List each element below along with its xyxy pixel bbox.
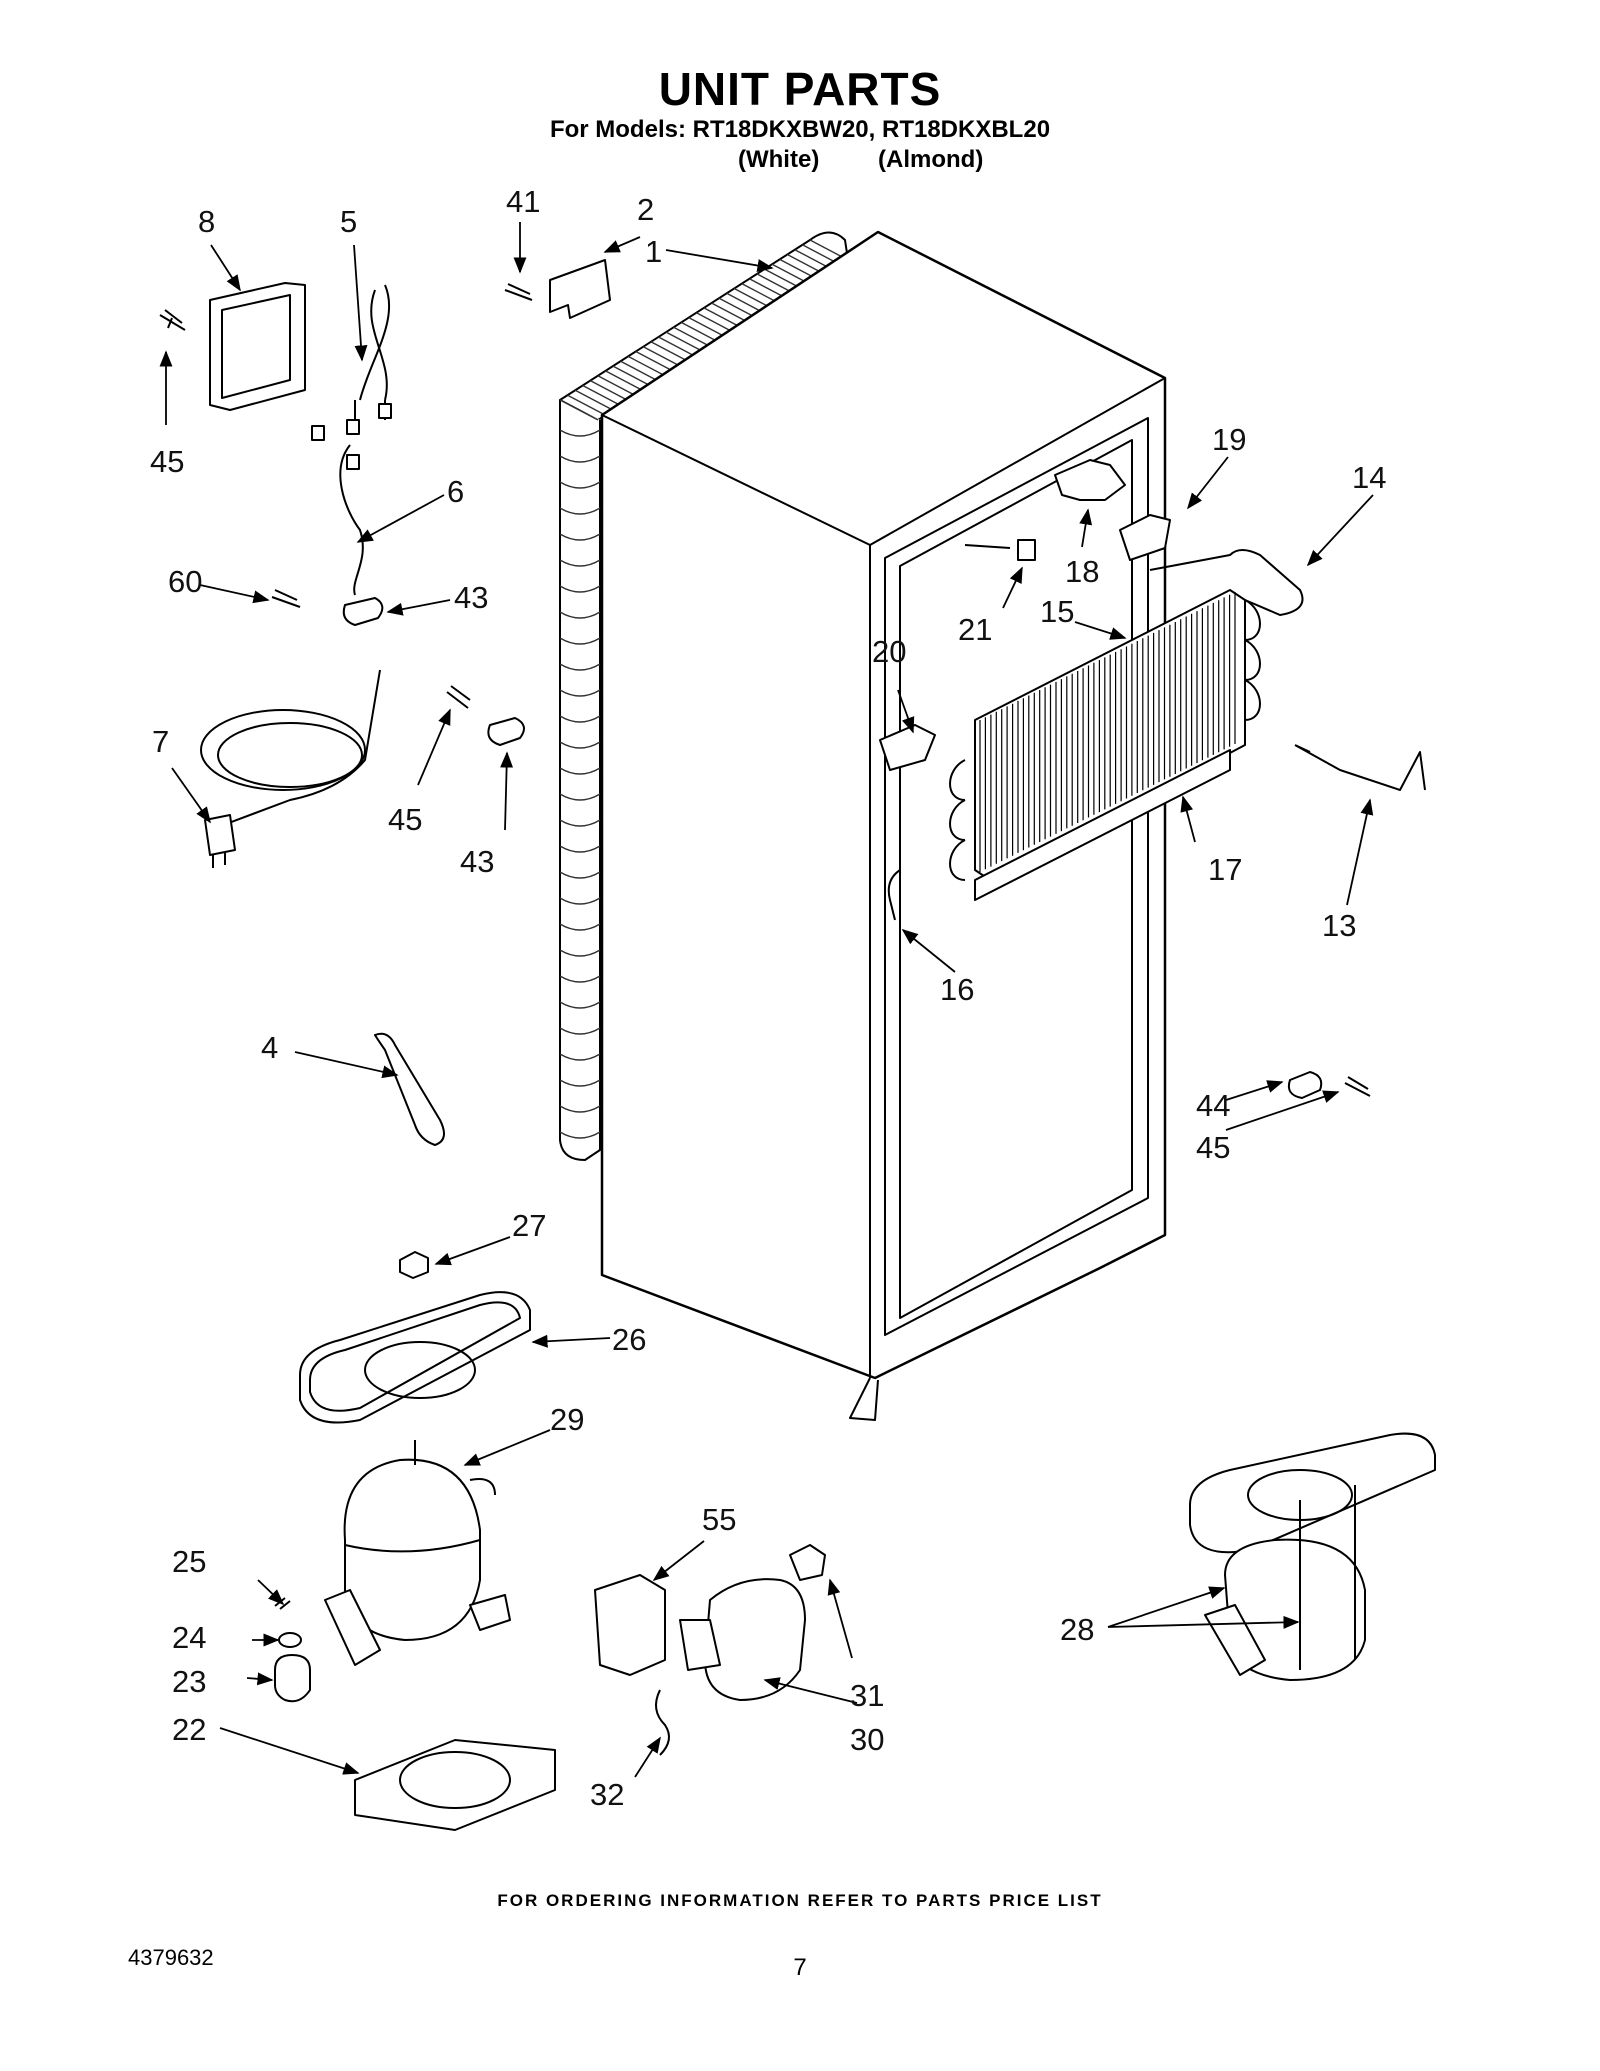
callout-18: 18 (1065, 554, 1099, 589)
part-5-wire-harness (339, 284, 391, 596)
callout-45-right: 45 (1196, 1130, 1230, 1165)
callout-45-top-left: 45 (150, 444, 184, 479)
callout-8: 8 (198, 204, 215, 239)
refrigerator-cabinet (600, 230, 1167, 1421)
part-43-clamp-upper (342, 597, 384, 626)
callout-24: 24 (172, 1620, 206, 1655)
part-19-cover (1119, 514, 1171, 561)
part-29-compressor (324, 1440, 511, 1666)
part-14-tubing (1149, 549, 1304, 616)
part-30-relay (704, 1578, 806, 1701)
part-44-clamp (1287, 1071, 1323, 1099)
callout-60: 60 (168, 564, 202, 599)
callout-7: 7 (152, 724, 169, 759)
part-24-washer (278, 1632, 302, 1648)
models-line: For Models: RT18DKXBW20, RT18DKXBL20 (549, 116, 1051, 143)
leader-lines (159, 222, 1374, 1778)
callout-23: 23 (172, 1664, 206, 1699)
color-almond-label: (Almond) (878, 146, 984, 173)
callout-32: 32 (590, 1777, 624, 1812)
callout-45-middle: 45 (388, 802, 422, 837)
part-28-compressor-assembly (1189, 1432, 1436, 1681)
part-27-nut (399, 1251, 429, 1279)
callout-4: 4 (261, 1030, 278, 1065)
callout-27: 27 (512, 1208, 546, 1243)
callout-55: 55 (702, 1502, 736, 1537)
callout-43-lower: 43 (460, 844, 494, 879)
color-white-label: (White) (738, 146, 820, 173)
page-number: 7 (793, 1954, 807, 1981)
callout-21: 21 (958, 612, 992, 647)
part-7-power-cord (200, 669, 381, 868)
callout-43-upper: 43 (454, 580, 488, 615)
part-4-drier (374, 1032, 445, 1146)
document-number: 4379632 (128, 1945, 214, 1970)
part-43-clamp-lower (487, 717, 525, 746)
callout-6: 6 (447, 474, 464, 509)
part-31-clip (789, 1544, 826, 1581)
callout-14: 14 (1352, 460, 1386, 495)
part-32-wire (655, 1689, 670, 1756)
part-21-sensor (964, 539, 1036, 561)
callout-29: 29 (550, 1402, 584, 1437)
callout-44: 44 (1196, 1088, 1230, 1123)
screw-icons (159, 283, 1371, 1097)
callout-25: 25 (172, 1544, 206, 1579)
part-15-evaporator (949, 589, 1261, 901)
callout-2: 2 (637, 192, 654, 227)
callout-31: 31 (850, 1678, 884, 1713)
part-55-cover (594, 1574, 666, 1676)
callout-16: 16 (940, 972, 974, 1007)
callout-5: 5 (340, 204, 357, 239)
callout-1: 1 (645, 234, 662, 269)
callout-13: 13 (1322, 908, 1356, 943)
callout-41: 41 (506, 184, 540, 219)
callout-17: 17 (1208, 852, 1242, 887)
part-22-base (354, 1739, 556, 1831)
callout-28: 28 (1060, 1612, 1094, 1647)
ordering-note: FOR ORDERING INFORMATION REFER TO PARTS … (497, 1891, 1103, 1910)
callout-15: 15 (1040, 594, 1074, 629)
part-26-drain-pan (299, 1291, 531, 1424)
part-16-sensor (887, 869, 901, 921)
callout-19: 19 (1212, 422, 1246, 457)
callout-26: 26 (612, 1322, 646, 1357)
part-8-cover (209, 282, 306, 411)
callout-20: 20 (872, 634, 906, 669)
part-13-tube (1294, 744, 1426, 791)
part-18-thermostat-bracket (1054, 459, 1126, 501)
page-title: UNIT PARTS (658, 63, 942, 115)
callout-22: 22 (172, 1712, 206, 1747)
part-23-grommet (274, 1654, 311, 1703)
part-2-bracket (549, 259, 611, 319)
callout-30: 30 (850, 1722, 884, 1757)
